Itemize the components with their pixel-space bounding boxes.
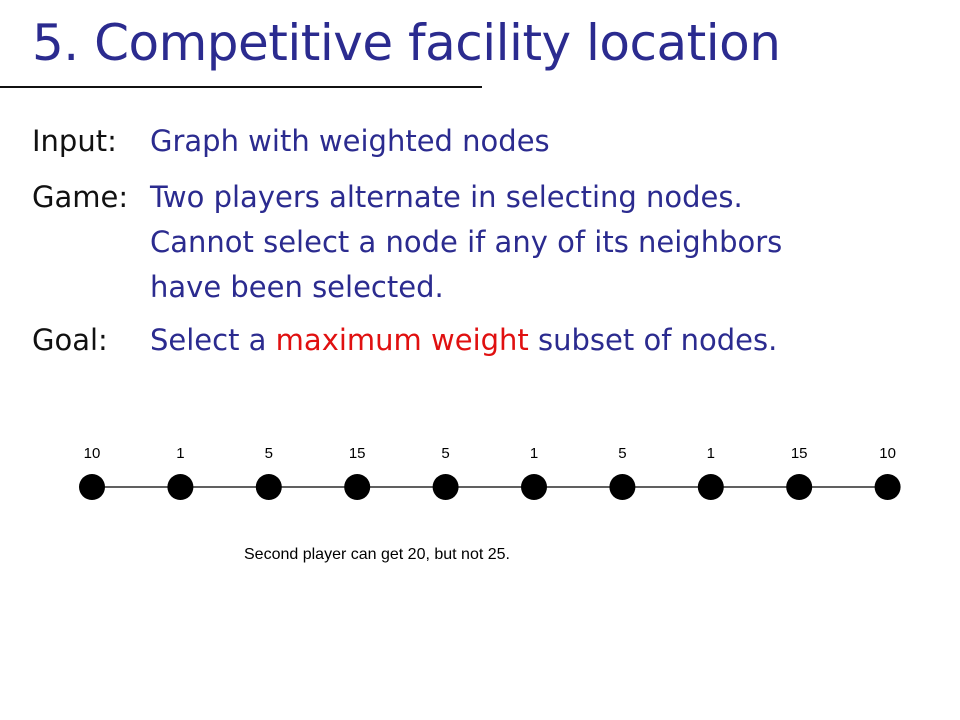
- game-text-line-3: have been selected.: [150, 270, 444, 304]
- input-text: Graph with weighted nodes: [150, 124, 550, 158]
- node-weight-label: 5: [265, 445, 273, 462]
- graph-node: [874, 474, 901, 500]
- caption: Second player can get 20, but not 25.: [244, 546, 510, 563]
- input-label: Input:: [32, 124, 117, 158]
- graph-node: [432, 474, 459, 500]
- game-text-line-2: Cannot select a node if any of its neigh…: [150, 225, 783, 259]
- node-weight-label: 15: [349, 445, 366, 462]
- graph-node: [344, 474, 371, 500]
- goal-text-after: subset of nodes.: [528, 323, 778, 357]
- graph-node: [79, 474, 105, 500]
- node-weight-label: 1: [707, 445, 715, 462]
- goal-highlight: maximum weight: [275, 323, 529, 357]
- graph-node: [167, 474, 194, 500]
- game-label: Game:: [32, 180, 129, 214]
- node-weight-label: 5: [618, 445, 626, 462]
- node-weight-label: 1: [530, 445, 538, 462]
- graph-node: [521, 474, 547, 500]
- game-text-line-1: Two players alternate in selecting nodes…: [150, 180, 743, 214]
- goal-text-before: Select a: [150, 323, 276, 357]
- node-weight-label: 5: [441, 445, 449, 462]
- node-weight-label: 10: [84, 445, 101, 462]
- goal-label: Goal:: [32, 323, 108, 357]
- goal-text: Select a maximum weight subset of nodes.: [150, 320, 777, 361]
- graph-node: [255, 474, 282, 500]
- node-weight-label: 10: [879, 445, 896, 462]
- graph-node: [786, 474, 813, 500]
- title-underline: [0, 86, 482, 88]
- slide-title: 5. Competitive facility location: [32, 14, 781, 72]
- graph-node: [609, 474, 636, 500]
- node-weight-label: 15: [791, 445, 808, 462]
- node-weight-label: 1: [176, 445, 184, 462]
- graph-node: [697, 474, 724, 500]
